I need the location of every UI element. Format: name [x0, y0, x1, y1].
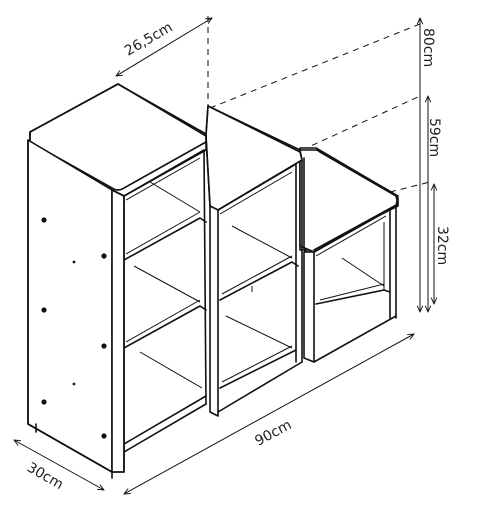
screw-hole — [101, 433, 107, 439]
label-height-mid: 59cm — [426, 118, 442, 157]
screw-hole — [41, 217, 47, 223]
screw-hole — [101, 253, 107, 259]
shelf-module-mid — [205, 105, 303, 417]
screw-hole — [72, 382, 76, 386]
screw-hole — [101, 343, 107, 349]
screw-hole — [41, 399, 47, 405]
shelf-module-low — [299, 147, 399, 363]
screw-hole — [41, 307, 47, 313]
label-side-depth: 30cm — [24, 460, 66, 493]
dimension-arrows — [14, 18, 434, 494]
shelf-module-tall — [27, 83, 207, 479]
label-height-tall: 80cm — [420, 28, 436, 67]
label-height-low: 32cm — [434, 226, 450, 265]
screw-hole — [72, 260, 76, 264]
label-top-depth: 26,5cm — [122, 19, 175, 59]
label-total-width: 90cm — [252, 417, 294, 450]
